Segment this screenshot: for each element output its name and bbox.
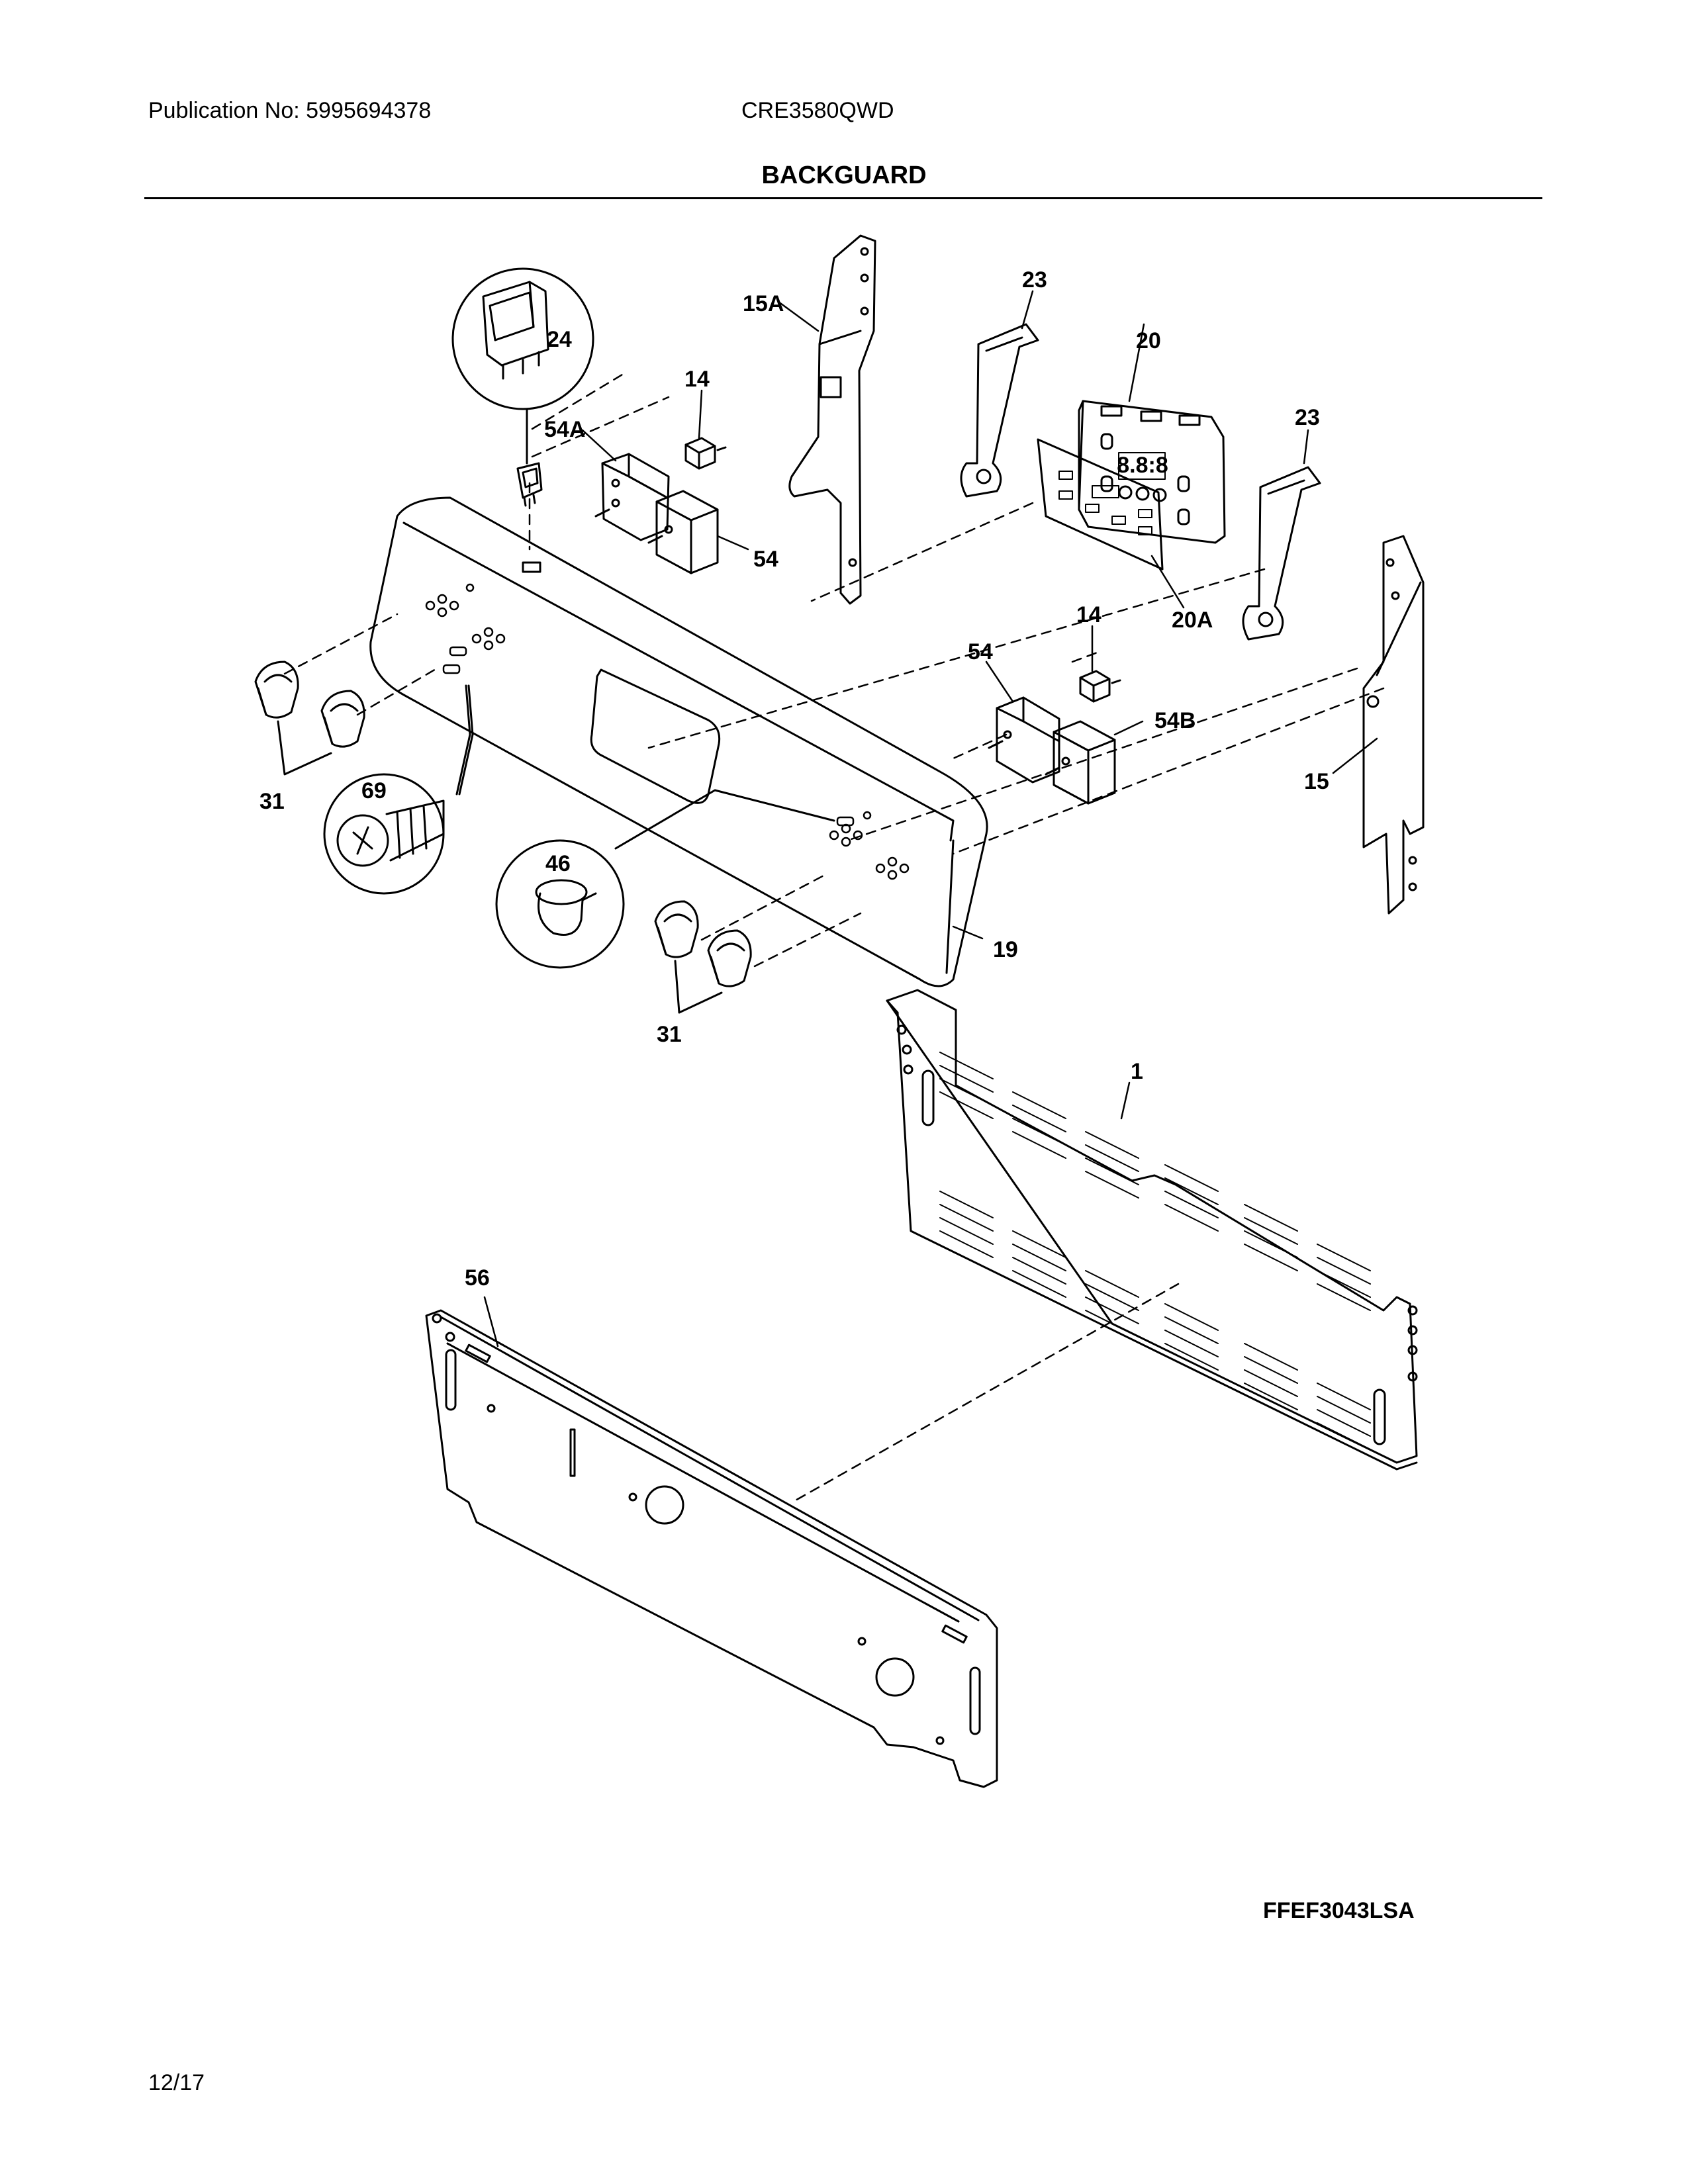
leader-69 [458, 684, 474, 796]
label-69: 69 [361, 778, 387, 803]
backguard-panel [369, 496, 988, 987]
leader-31-upper [277, 720, 332, 776]
detail-circle-24 [451, 267, 594, 465]
header-rule [144, 197, 1542, 199]
side-bracket-15a [788, 234, 876, 605]
label-23-left: 23 [1022, 267, 1047, 293]
side-bracket-15 [1362, 535, 1425, 915]
page-title: BACKGUARD [761, 161, 927, 189]
control-overlay-20a [1037, 438, 1164, 570]
leader-lines [483, 290, 1378, 1347]
label-14-top: 14 [684, 367, 710, 392]
label-15: 15 [1304, 769, 1329, 794]
label-19: 19 [993, 937, 1018, 962]
rear-panel-1 [886, 989, 1418, 1471]
lower-panel-56 [425, 1309, 998, 1788]
label-1: 1 [1131, 1059, 1143, 1084]
knob-31-lower-left [654, 900, 699, 958]
label-31-upper: 31 [259, 789, 285, 814]
label-24: 24 [547, 327, 572, 352]
infinite-switch-54b [1045, 720, 1116, 805]
indicator-light-14-top [684, 437, 727, 470]
model-number: CRE3580QWD [741, 98, 894, 123]
clock-bracket-23-right [1242, 466, 1321, 641]
label-31-lower: 31 [657, 1022, 682, 1047]
knob-31-lower-right [707, 929, 752, 987]
label-15a: 15A [743, 291, 784, 316]
label-56: 56 [465, 1265, 490, 1291]
infinite-switch-54-top [647, 490, 719, 574]
control-board-20: 8.8:8 [1078, 400, 1226, 544]
display-digits: 8.8:8 [1117, 453, 1168, 478]
label-54a: 54A [544, 417, 585, 442]
knob-31-upper-left [254, 660, 299, 719]
indicator-light-14-mid [1079, 670, 1121, 703]
clock-bracket-23-left [960, 323, 1039, 498]
label-54-mid: 54 [968, 639, 993, 664]
leader-31-lower [674, 960, 723, 1014]
rocker-switch-small [516, 462, 543, 507]
knob-31-upper-right [320, 690, 365, 748]
infinite-switch-54-mid [988, 696, 1060, 784]
diagram-code: FFEF3043LSA [1263, 1898, 1415, 1923]
label-54-top: 54 [753, 547, 778, 572]
leader-46 [614, 789, 835, 850]
label-23-right: 23 [1295, 405, 1320, 430]
page-date: 12/17 [148, 2070, 205, 2095]
label-46: 46 [545, 851, 571, 876]
label-20a: 20A [1172, 608, 1213, 633]
detail-circle-46 [495, 839, 625, 969]
label-14-mid: 14 [1076, 602, 1102, 627]
label-20: 20 [1136, 328, 1161, 353]
label-54b: 54B [1154, 708, 1196, 733]
detail-circle-69 [323, 684, 471, 895]
infinite-switch-54a [594, 453, 670, 541]
publication-number: Publication No: 5995694378 [148, 98, 432, 123]
